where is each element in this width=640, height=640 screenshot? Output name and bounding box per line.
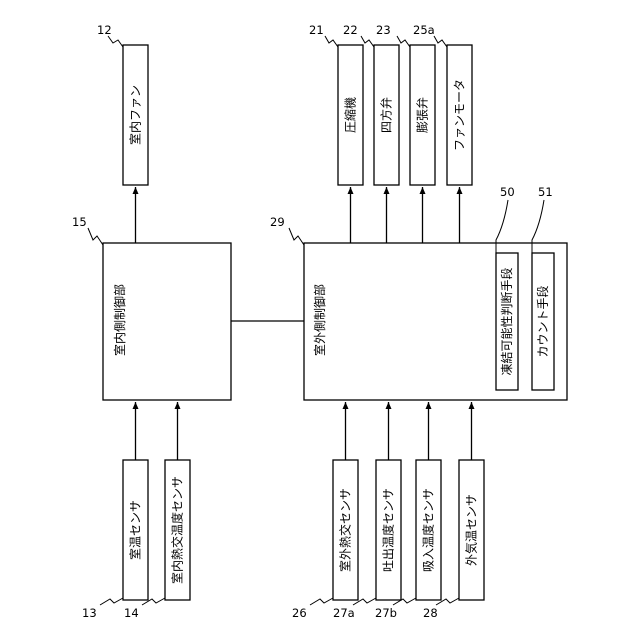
- leader-25a: [434, 36, 447, 47]
- room-temp-sensor-label: 室温センサ: [128, 500, 143, 560]
- ref-21: 21: [309, 23, 324, 37]
- ref-26: 26: [292, 606, 307, 620]
- ref-22: 22: [343, 23, 358, 37]
- outdoor-hx-sensor-label: 室外熱交センサ: [338, 488, 353, 572]
- compressor-label: 圧縮機: [343, 97, 358, 133]
- leader-12: [108, 36, 123, 47]
- expansion-valve-label: 膨張弁: [415, 97, 430, 133]
- indoor-hx-sensor-label: 室内熱交温度センサ: [170, 476, 185, 584]
- ref-14: 14: [124, 606, 139, 620]
- indoor-controller-block: 室内側制御部: [103, 243, 231, 400]
- compressor-block: 圧縮機: [338, 45, 363, 185]
- expansion-valve-block: 膨張弁: [410, 45, 435, 185]
- discharge-sensor-label: 吐出温度センサ: [381, 488, 396, 572]
- suction-sensor-label: 吸入温度センサ: [421, 488, 436, 572]
- four-way-valve-label: 四方弁: [379, 97, 394, 133]
- outdoor-controller-label: 室外側制御部: [312, 284, 327, 356]
- ref-12: 12: [97, 23, 112, 37]
- outside-air-sensor-label: 外気温センサ: [464, 494, 479, 566]
- discharge-sensor-block: 吐出温度センサ: [376, 460, 401, 600]
- ref-13: 13: [82, 606, 97, 620]
- ref-25a: 25a: [413, 23, 435, 37]
- leader-13: [100, 598, 123, 605]
- suction-sensor-block: 吸入温度センサ: [416, 460, 441, 600]
- room-temp-sensor-block: 室温センサ: [123, 460, 148, 600]
- freeze-judge-label: 凍結可能性判断手段: [499, 267, 514, 375]
- outside-air-sensor-block: 外気温センサ: [459, 460, 484, 600]
- ref-29: 29: [270, 215, 285, 229]
- indoor-hx-sensor-block: 室内熱交温度センサ: [165, 460, 190, 600]
- ref-27b: 27b: [375, 606, 397, 620]
- leader-29: [289, 228, 304, 245]
- outdoor-controller-block: 室外側制御部 凍結可能性判断手段 カウント手段: [304, 243, 567, 400]
- outdoor-hx-sensor-block: 室外熱交センサ: [333, 460, 358, 600]
- ref-50: 50: [500, 185, 515, 199]
- indoor-fan-label: 室内ファン: [128, 85, 143, 145]
- ref-51: 51: [538, 185, 553, 199]
- ref-27a: 27a: [333, 606, 355, 620]
- ref-28: 28: [423, 606, 438, 620]
- ref-23: 23: [376, 23, 391, 37]
- leader-21: [325, 36, 338, 47]
- leader-15: [88, 228, 103, 245]
- leader-26: [310, 598, 333, 605]
- indoor-controller-label: 室内側制御部: [112, 284, 127, 356]
- four-way-valve-block: 四方弁: [374, 45, 399, 185]
- ref-15: 15: [72, 215, 87, 229]
- indoor-fan-block: 室内ファン: [123, 45, 148, 185]
- counter-label: カウント手段: [535, 285, 550, 357]
- fan-motor-block: ファンモータ: [447, 45, 472, 185]
- fan-motor-label: ファンモータ: [453, 79, 467, 151]
